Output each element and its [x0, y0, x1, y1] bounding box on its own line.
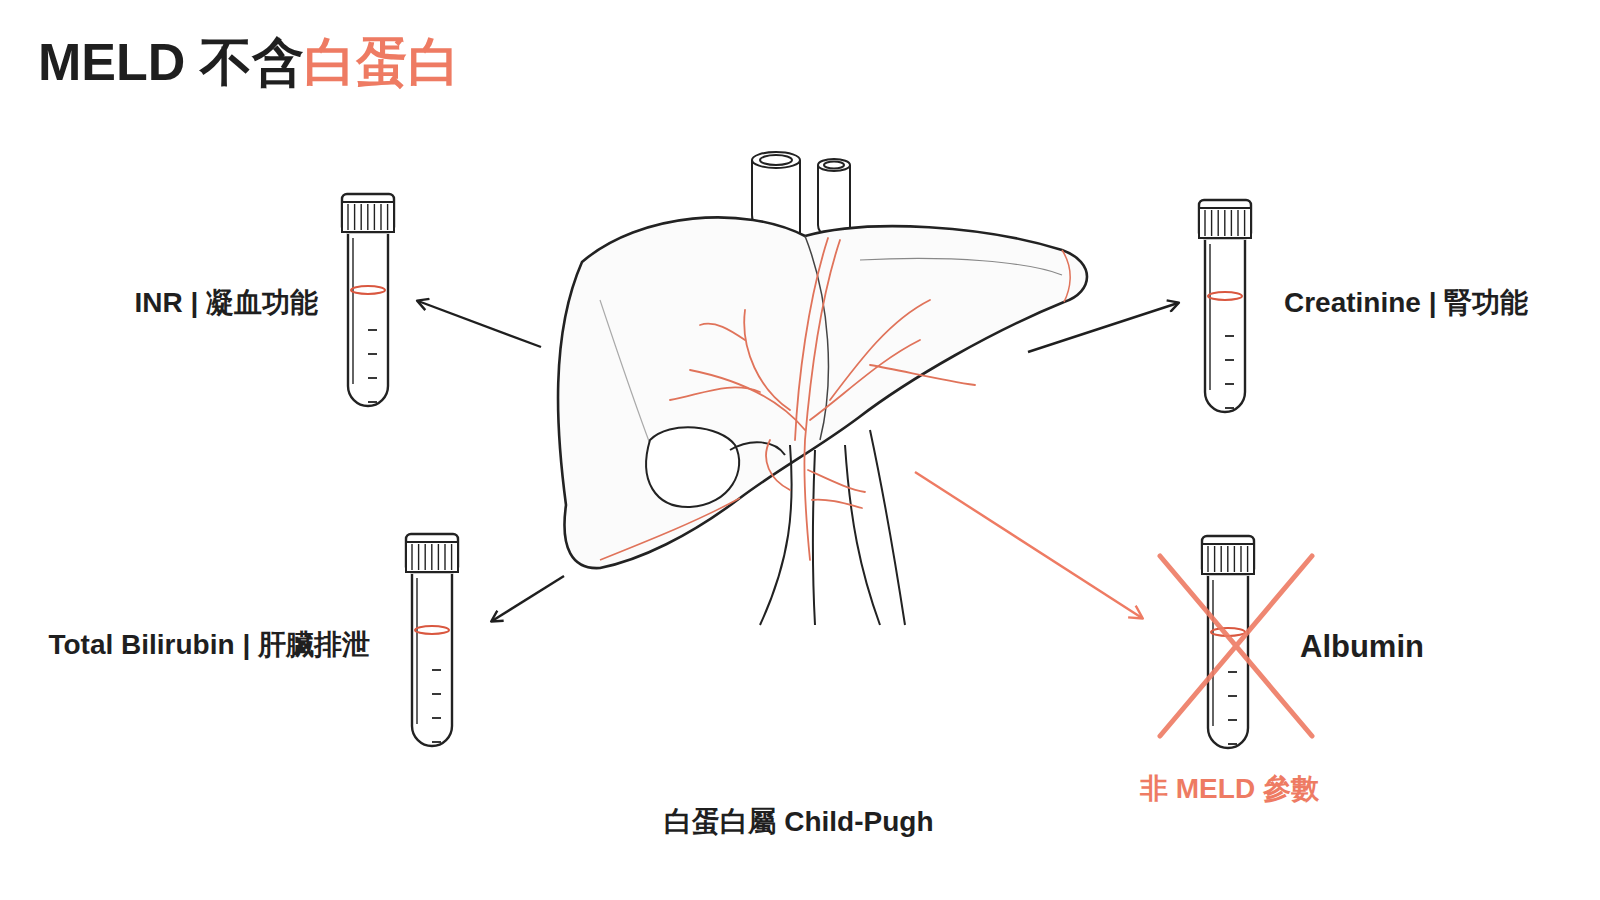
- title-highlight: 白蛋白: [304, 28, 460, 98]
- title: MELD 不含: [38, 28, 304, 98]
- arrow: [1028, 303, 1178, 352]
- lower-vessels: [760, 430, 905, 625]
- test-tube: [1199, 200, 1251, 412]
- vessel-tree: [670, 238, 975, 560]
- test-label: Total Bilirubin | 肝臟排泄: [48, 626, 370, 664]
- gallbladder: [646, 427, 785, 507]
- excluded-note: 非 MELD 參數: [1140, 770, 1319, 808]
- arrow: [418, 301, 541, 347]
- test-tube: [1202, 536, 1254, 748]
- arrow: [915, 472, 1142, 618]
- test-label: Creatinine | 腎功能: [1284, 284, 1528, 322]
- test-label: Albumin: [1300, 629, 1424, 665]
- test-tube: [406, 534, 458, 746]
- arrow: [492, 576, 564, 621]
- footnote: 白蛋白屬 Child-Pugh: [664, 803, 933, 841]
- liver-outline: [558, 217, 1087, 568]
- test-label: INR | 凝血功能: [134, 284, 318, 322]
- cross-mark: [1160, 556, 1312, 736]
- heading: MELD 不含白蛋白: [38, 28, 460, 98]
- test-tube: [342, 194, 394, 406]
